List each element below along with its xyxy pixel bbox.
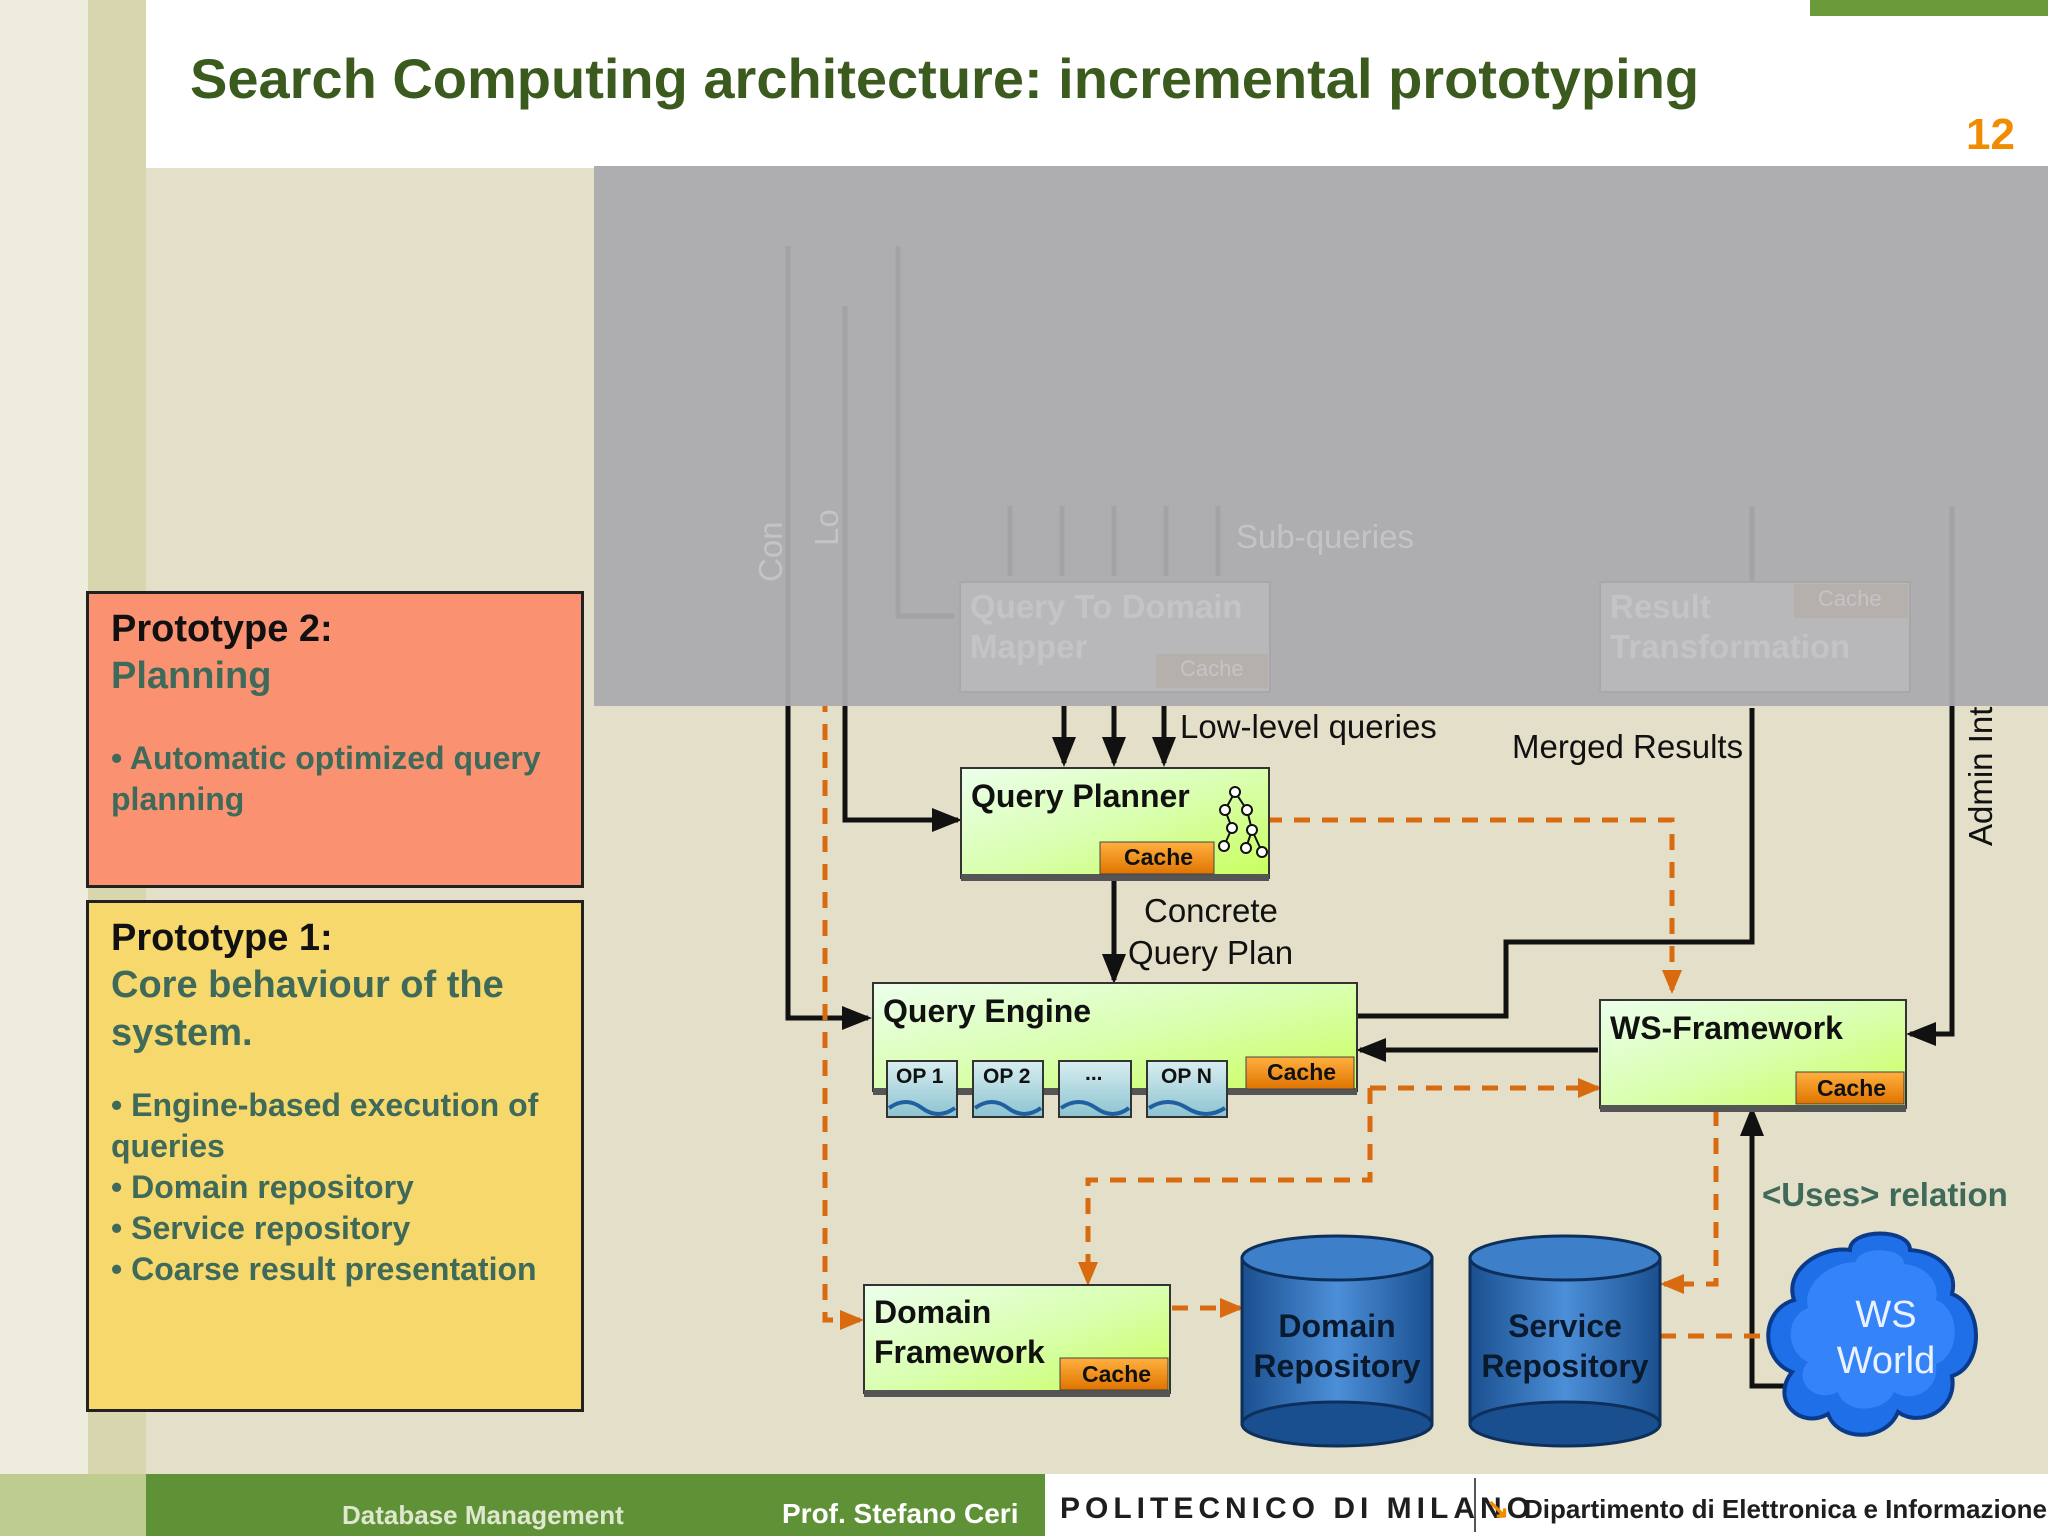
left-stripe: [0, 0, 88, 1536]
slide-header: [146, 0, 2048, 168]
low-level-queries-label: Low-level queries: [1180, 708, 1437, 745]
query-engine-title: Query Engine: [883, 993, 1092, 1029]
ws-framework-title: WS-Framework: [1610, 1010, 1843, 1046]
query-plan-tree-icon: [1218, 786, 1268, 858]
top-accent-bar: [1810, 0, 2048, 16]
footer-professor: Prof. Stefano Ceri: [782, 1498, 1019, 1529]
query-planner-title: Query Planner: [971, 778, 1190, 814]
footer-department: Dipartimento di Elettronica e Informazio…: [1524, 1494, 2047, 1524]
prototype-2-heading: Prototype 2:: [111, 608, 333, 650]
merged-results-label: Merged Results: [1512, 728, 1744, 765]
faded-vertical-label-lo: Lo: [808, 509, 845, 546]
slide-title: Search Computing architecture: increment…: [190, 47, 1700, 110]
ws-framework-cache: Cache: [1817, 1075, 1887, 1101]
prototype-1-subtitle: Core behaviour of the system.: [111, 964, 504, 1054]
prototype-2-bullet: • Automatic optimized query planning: [111, 740, 541, 817]
domain-framework-title-1: Domain: [874, 1294, 992, 1330]
faded-result-transformation-cache: Cache: [1818, 586, 1882, 611]
domain-framework-title-2: Framework: [874, 1334, 1045, 1370]
operator-label: ...: [1085, 1062, 1103, 1085]
footer-logo-area: [1045, 1474, 2048, 1536]
query-planner-module: [960, 767, 1270, 881]
domain-framework-module: [863, 1284, 1171, 1397]
faded-query-to-domain-mapper-line1: Query To Domain: [970, 588, 1243, 625]
footer-course: Database Management: [342, 1500, 624, 1530]
department-arrow-icon: ↘: [1486, 1493, 1510, 1524]
prototype-1-box: Prototype 1: Core behaviour of the syste…: [86, 900, 584, 1412]
ws-world-cloud: [1766, 1231, 1978, 1437]
query-planner-cache: Cache: [1124, 844, 1194, 870]
prototype-1-bullet: • Coarse result presentation: [111, 1251, 537, 1287]
faded-diagram-part: [785, 246, 1955, 706]
operator-label: OP N: [1161, 1065, 1212, 1088]
ws-framework-module: [1599, 999, 1907, 1112]
domain-framework-cache: Cache: [1082, 1361, 1152, 1387]
concrete-query-plan-label-2: Query Plan: [1128, 934, 1294, 971]
page-number: 12: [1966, 110, 2015, 159]
service-repository-label-1: Service: [1508, 1308, 1622, 1344]
faded-result-transformation-line2: Transformation: [1610, 628, 1851, 665]
faded-vertical-label-con: Con: [752, 521, 789, 582]
operator-label: OP 2: [983, 1065, 1031, 1088]
prototype-1-bullet: • Engine-based execution of queries: [111, 1087, 539, 1164]
footer-left-block: [0, 1474, 146, 1536]
operator-boxes: [886, 1060, 1228, 1118]
domain-repository-cylinder: [1240, 1234, 1434, 1448]
domain-repository-label-2: Repository: [1253, 1348, 1421, 1384]
uses-relation-label: <Uses> relation: [1762, 1176, 2008, 1213]
operator-label: OP 1: [896, 1065, 944, 1088]
faded-result-transformation-line1: Result: [1610, 588, 1711, 625]
service-repository-cylinder: [1468, 1234, 1662, 1448]
prototype-1-heading: Prototype 1:: [111, 917, 333, 959]
query-engine-cache: Cache: [1267, 1059, 1337, 1085]
footer-separator: [1474, 1478, 1476, 1532]
faded-query-to-domain-mapper-line2: Mapper: [970, 628, 1088, 665]
query-engine-module: [872, 982, 1358, 1118]
prototype-2-subtitle: Planning: [111, 655, 272, 697]
hidden-future-prototype-overlay: Sub-queries Query To Domain Mapper Cache…: [594, 166, 2048, 706]
footer-university: POLITECNICO DI MILANO: [1060, 1492, 1535, 1525]
faded-sub-queries-label: Sub-queries: [1236, 518, 1414, 555]
faded-query-to-domain-mapper-cache: Cache: [1180, 656, 1244, 681]
service-repository-label-2: Repository: [1481, 1348, 1649, 1384]
prototype-2-box: Prototype 2: Planning • Automatic optimi…: [86, 591, 584, 888]
ws-world-label-1: WS: [1855, 1294, 1917, 1336]
concrete-query-plan-label-1: Concrete: [1144, 892, 1278, 929]
prototype-1-bullet: • Service repository: [111, 1210, 411, 1246]
domain-repository-label-1: Domain: [1278, 1308, 1396, 1344]
ws-world-label-2: World: [1836, 1340, 1936, 1382]
prototype-1-bullet: • Domain repository: [111, 1169, 414, 1205]
